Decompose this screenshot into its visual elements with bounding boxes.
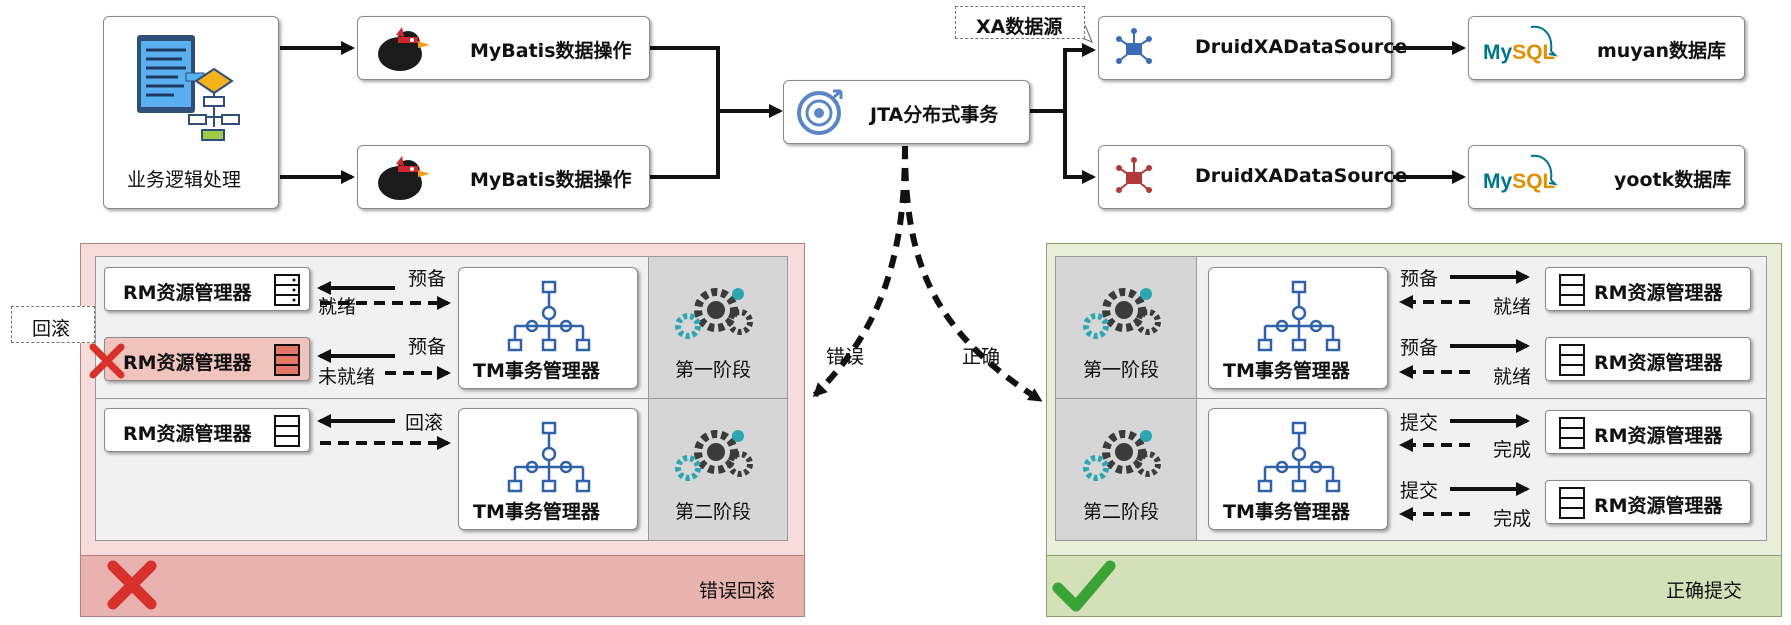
- ready-label: 就绪: [1493, 366, 1532, 388]
- rm-label: RM资源管理器: [1594, 425, 1723, 447]
- mybatis-label-2: MyBatis数据操作: [470, 169, 632, 191]
- rm-resource-manager-right-4: RM资源管理器: [1545, 480, 1751, 524]
- error-rollback-footer-label: 错误回滚: [699, 580, 776, 602]
- yootk-db-label: yootk数据库: [1614, 169, 1732, 191]
- server-rack-icon: [274, 274, 300, 306]
- prepare-label: 预备: [1400, 268, 1439, 290]
- ready-label: 就绪: [318, 296, 357, 318]
- rm-resource-manager-left-failed: RM资源管理器: [104, 337, 310, 381]
- rm-resource-manager-right-1: RM资源管理器: [1545, 267, 1751, 311]
- gears-icon: [675, 430, 753, 481]
- tm-transaction-manager-right-1: TM事务管理器: [1208, 267, 1388, 389]
- rollback-callout-label: 回滚: [32, 318, 71, 340]
- mybatis-box-2: MyBatis数据操作: [357, 145, 650, 209]
- gears-icon: [1083, 430, 1161, 481]
- done-label: 完成: [1493, 439, 1532, 461]
- rm-resource-manager-left-1: RM资源管理器: [104, 267, 310, 311]
- hierarchy-icon: [507, 280, 591, 352]
- muyan-database-box: MySQL muyan数据库: [1468, 16, 1745, 80]
- tm-label: TM事务管理器: [473, 501, 600, 523]
- server-rack-icon: [1559, 417, 1585, 449]
- mysql-logo: MySQL: [1483, 41, 1556, 64]
- rm-label: RM资源管理器: [123, 423, 252, 445]
- hierarchy-icon: [1257, 280, 1341, 352]
- jta-transaction-box: JTA分布式事务: [783, 80, 1030, 144]
- target-cycle-icon: [797, 89, 843, 135]
- druid-datasource-box-1: DruidXADataSource: [1098, 16, 1407, 80]
- error-row-divider: [95, 398, 788, 399]
- phase-one-label: 第一阶段: [1083, 359, 1160, 381]
- tm-transaction-manager-left-2: TM事务管理器: [458, 408, 638, 530]
- correct-branch-label: 正确: [962, 346, 1001, 368]
- tm-label: TM事务管理器: [1223, 501, 1350, 523]
- success-panel-footer: [1046, 555, 1782, 617]
- xa-datasource-callout: XA数据源: [955, 6, 1085, 39]
- phase-one-label: 第一阶段: [675, 359, 752, 381]
- gears-icon: [675, 288, 753, 339]
- xa-datasource-label: XA数据源: [976, 16, 1063, 38]
- error-x-icon: [107, 560, 157, 610]
- druid-label-1: DruidXADataSource: [1195, 36, 1408, 58]
- phase-two-label: 第二阶段: [675, 501, 752, 523]
- hierarchy-icon: [507, 421, 591, 493]
- error-panel-footer: [80, 555, 805, 617]
- rm-resource-manager-left-3: RM资源管理器: [104, 408, 310, 452]
- mysql-logo: MySQL: [1483, 170, 1556, 193]
- success-row-divider: [1055, 398, 1767, 399]
- rm-label: RM资源管理器: [1594, 495, 1723, 517]
- dolphin-icon: [1530, 154, 1558, 186]
- phase-two-label: 第二阶段: [1083, 501, 1160, 523]
- network-node-icon-red: [1116, 157, 1152, 193]
- rollback-callout: 回滚: [11, 306, 95, 343]
- not-ready-label: 未就绪: [318, 366, 376, 388]
- rm-label: RM资源管理器: [123, 352, 252, 374]
- rm-label: RM资源管理器: [1594, 282, 1723, 304]
- commit-label: 提交: [1400, 480, 1439, 502]
- business-flowchart-icon: [137, 35, 240, 141]
- business-logic-box: 业务逻辑处理: [103, 16, 279, 209]
- rm-label: RM资源管理器: [1594, 352, 1723, 374]
- jta-label: JTA分布式事务: [870, 104, 999, 126]
- commit-label: 提交: [1400, 412, 1439, 434]
- prepare-label: 预备: [408, 336, 447, 358]
- mybatis-bird-icon: [378, 27, 430, 71]
- tm-label: TM事务管理器: [473, 360, 600, 382]
- business-logic-label: 业务逻辑处理: [127, 169, 242, 191]
- checkmark-icon: [1052, 560, 1116, 612]
- gears-icon: [1083, 288, 1161, 339]
- tm-transaction-manager-right-2: TM事务管理器: [1208, 408, 1388, 530]
- server-rack-icon: [1559, 487, 1585, 519]
- prepare-label: 预备: [1400, 337, 1439, 359]
- tm-transaction-manager-left-1: TM事务管理器: [458, 267, 638, 389]
- success-commit-footer-label: 正确提交: [1666, 580, 1743, 602]
- dolphin-icon: [1530, 25, 1558, 57]
- yootk-database-box: MySQL yootk数据库: [1468, 145, 1745, 209]
- tm-label: TM事务管理器: [1223, 360, 1350, 382]
- prepare-label: 预备: [408, 268, 447, 290]
- server-rack-icon: [1559, 274, 1585, 306]
- rollback-label: 回滚: [405, 412, 444, 434]
- error-x-icon-small: [89, 343, 125, 379]
- druid-label-2: DruidXADataSource: [1195, 165, 1408, 187]
- network-node-icon-blue: [1116, 28, 1152, 64]
- rm-resource-manager-right-3: RM资源管理器: [1545, 410, 1751, 454]
- mybatis-label-1: MyBatis数据操作: [470, 40, 632, 62]
- error-branch-label: 错误: [826, 346, 865, 368]
- server-rack-icon-red: [274, 344, 300, 376]
- server-rack-icon: [1559, 344, 1585, 376]
- hierarchy-icon: [1257, 421, 1341, 493]
- ready-label: 就绪: [1493, 296, 1532, 318]
- muyan-db-label: muyan数据库: [1597, 40, 1727, 62]
- rm-label: RM资源管理器: [123, 282, 252, 304]
- mybatis-bird-icon: [378, 156, 430, 200]
- server-rack-icon: [274, 415, 300, 447]
- druid-datasource-box-2: DruidXADataSource: [1098, 145, 1407, 209]
- rm-resource-manager-right-2: RM资源管理器: [1545, 337, 1751, 381]
- mybatis-box-1: MyBatis数据操作: [357, 16, 650, 80]
- done-label: 完成: [1493, 508, 1532, 530]
